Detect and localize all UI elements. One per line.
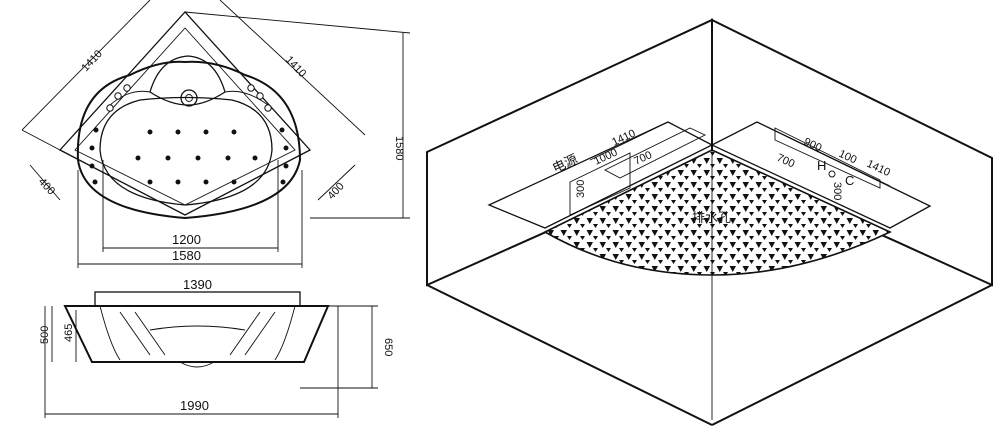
massage-jet-icon bbox=[203, 179, 209, 185]
massage-jet-icon bbox=[225, 155, 231, 161]
dim-1200-text: 1200 bbox=[172, 232, 201, 247]
massage-jet-icon bbox=[231, 129, 237, 135]
top-tub-inner-basin bbox=[99, 96, 273, 206]
top-outer-outline bbox=[58, 11, 312, 216]
dim-line-1410-left bbox=[21, 0, 151, 131]
massage-jet-icon bbox=[165, 155, 171, 161]
massage-jet-icon bbox=[203, 129, 209, 135]
top-left-arm bbox=[109, 90, 151, 106]
massage-jet-icon bbox=[280, 179, 286, 185]
top-drain-circle bbox=[180, 89, 198, 107]
dim-400-left-text: 400 bbox=[36, 176, 57, 198]
iso-dim-700-right: 700 bbox=[775, 152, 797, 171]
iso-cold-label: C bbox=[845, 173, 854, 188]
dim-line-400-left bbox=[29, 164, 61, 201]
massage-jet-icon bbox=[89, 163, 95, 169]
dim-1580-horiz-text: 1580 bbox=[172, 248, 201, 263]
side-tub-body bbox=[63, 305, 330, 363]
iso-dim-tick-right bbox=[756, 121, 891, 187]
armrest-jet-icon bbox=[114, 92, 122, 100]
armrest-jet-icon bbox=[123, 84, 131, 92]
dim-ext-1580-top bbox=[184, 11, 411, 34]
iso-floor-left bbox=[426, 284, 713, 426]
massage-jet-icon bbox=[283, 145, 289, 151]
top-view-plan: 1410 1410 1580 400 400 1200 1580 bbox=[21, 0, 411, 268]
massage-jet-icon bbox=[89, 145, 95, 151]
side-inner-right bbox=[229, 311, 276, 356]
iso-power-label: 电源 bbox=[550, 151, 580, 176]
dim-1580-vert-text: 1580 bbox=[393, 136, 405, 160]
dim-ext-1410-left-a bbox=[21, 129, 61, 151]
top-tub-rim bbox=[76, 60, 302, 220]
dim-line-400-right bbox=[317, 164, 356, 201]
top-rim-outline bbox=[74, 27, 296, 206]
armrest-jet-icon bbox=[256, 92, 264, 100]
iso-dim-700-left: 700 bbox=[632, 149, 654, 168]
dim-650-text: 650 bbox=[382, 338, 394, 356]
side-apron-right bbox=[274, 305, 296, 361]
iso-dim-100: 100 bbox=[837, 148, 859, 167]
dim-1390-text: 1390 bbox=[183, 277, 212, 292]
iso-hot-label: H bbox=[817, 158, 826, 173]
iso-dim-300-left: 300 bbox=[575, 180, 587, 198]
side-top-rim bbox=[94, 291, 301, 307]
armrest-jet-icon bbox=[106, 104, 114, 112]
iso-pipe-panel bbox=[774, 127, 881, 189]
iso-service-panel bbox=[604, 127, 707, 179]
massage-jet-icon bbox=[135, 155, 141, 161]
iso-drain-label: 排水孔 bbox=[692, 210, 731, 225]
top-jets bbox=[89, 84, 289, 185]
dim-465-text: 465 bbox=[63, 324, 75, 342]
side-apron-left bbox=[99, 305, 121, 361]
massage-jet-icon bbox=[147, 129, 153, 135]
armrest-jet-icon bbox=[264, 104, 272, 112]
iso-dim-1410-left: 1410 bbox=[610, 127, 637, 148]
iso-footprint-right bbox=[710, 121, 932, 229]
massage-jet-icon bbox=[175, 129, 181, 135]
massage-jet-icon bbox=[175, 179, 181, 185]
massage-jet-icon bbox=[231, 179, 237, 185]
iso-dim-300-right: 300 bbox=[831, 182, 843, 200]
top-drain-inner bbox=[185, 94, 193, 102]
iso-hot-pipe bbox=[828, 170, 836, 178]
dim-1410-right-text: 1410 bbox=[283, 54, 308, 80]
massage-jet-icon bbox=[92, 179, 98, 185]
side-view-elevation: 1390 500 465 650 1990 bbox=[39, 277, 394, 418]
massage-jet-icon bbox=[195, 155, 201, 161]
massage-jet-icon bbox=[279, 127, 285, 133]
dim-1410-left-text: 1410 bbox=[79, 48, 104, 74]
massage-jet-icon bbox=[93, 127, 99, 133]
iso-power-panel bbox=[569, 152, 631, 216]
side-inner-left bbox=[119, 311, 166, 356]
dim-400-right-text: 400 bbox=[325, 180, 346, 202]
dim-1990-text: 1990 bbox=[180, 398, 209, 413]
side-inner-seat bbox=[149, 325, 246, 331]
top-right-arm bbox=[224, 90, 269, 106]
armrest-jet-icon bbox=[247, 84, 255, 92]
iso-dim-tick-left bbox=[589, 121, 669, 161]
massage-jet-icon bbox=[252, 155, 258, 161]
iso-floor-right bbox=[711, 284, 993, 426]
massage-jet-icon bbox=[283, 163, 289, 169]
dim-line-1410-right bbox=[219, 0, 366, 136]
massage-jet-icon bbox=[147, 179, 153, 185]
isometric-installation-view: 电源 排水孔 H C 1410 1000 700 300 900 100 141… bbox=[426, 18, 993, 426]
side-bottom-foot bbox=[179, 361, 215, 368]
